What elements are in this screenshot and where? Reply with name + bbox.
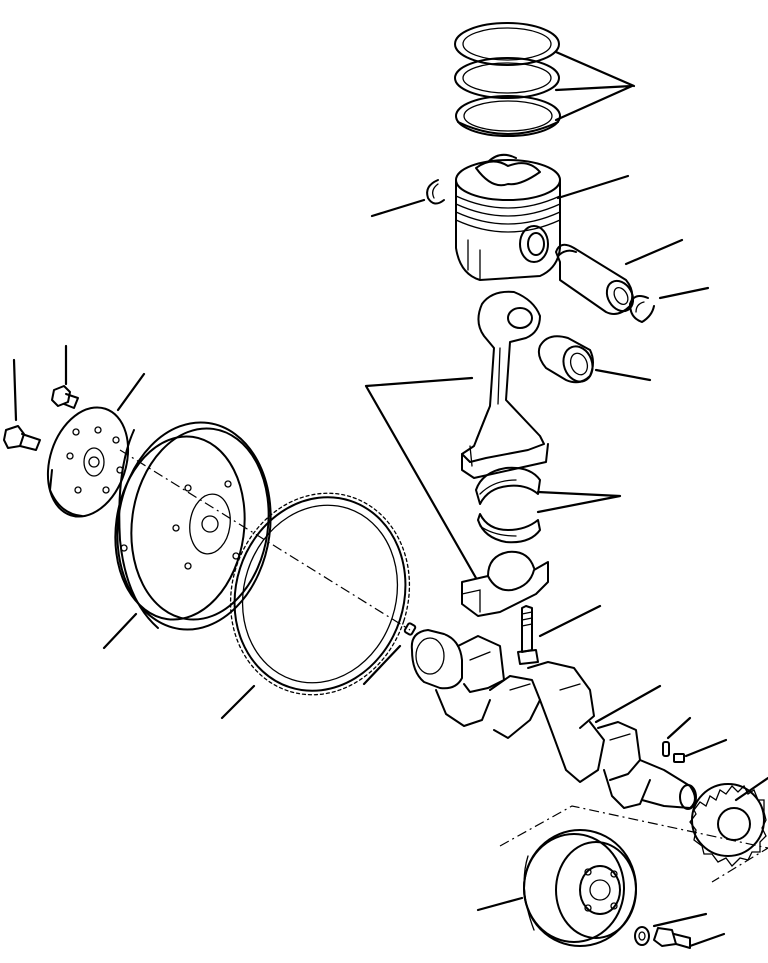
piston-rings[interactable] — [454, 22, 561, 137]
piston-pin-snap-ring-left[interactable] — [426, 179, 445, 205]
woodruff-key[interactable] — [662, 741, 670, 757]
crankshaft-gear[interactable] — [689, 783, 767, 867]
piston-pin[interactable] — [555, 243, 638, 316]
dowel-pin[interactable] — [673, 753, 685, 763]
connecting-rod-bushing[interactable] — [537, 335, 597, 386]
connecting-rod-assembly[interactable] — [461, 290, 549, 479]
crankshaft-pulley[interactable] — [499, 805, 768, 947]
pulley-bolt[interactable] — [653, 927, 691, 949]
piston-pin-snap-ring-right[interactable] — [629, 295, 655, 323]
center-axis — [119, 449, 411, 631]
connecting-rod-cap[interactable] — [461, 550, 549, 617]
ring-gear[interactable] — [205, 470, 435, 718]
flywheel[interactable] — [104, 412, 284, 639]
washer[interactable] — [634, 926, 650, 946]
crankshaft[interactable] — [410, 629, 697, 810]
flywheel-bolt-long[interactable] — [3, 425, 41, 451]
leader-lines — [12, 50, 768, 948]
piston[interactable] — [455, 153, 561, 281]
flywheel-bolt-short[interactable] — [51, 385, 79, 409]
connecting-rod-bearings[interactable] — [475, 466, 541, 544]
flywheel-dowel-pin[interactable] — [403, 622, 417, 636]
connecting-rod-bolt[interactable] — [517, 605, 539, 665]
flywheel-plate[interactable] — [35, 397, 142, 527]
